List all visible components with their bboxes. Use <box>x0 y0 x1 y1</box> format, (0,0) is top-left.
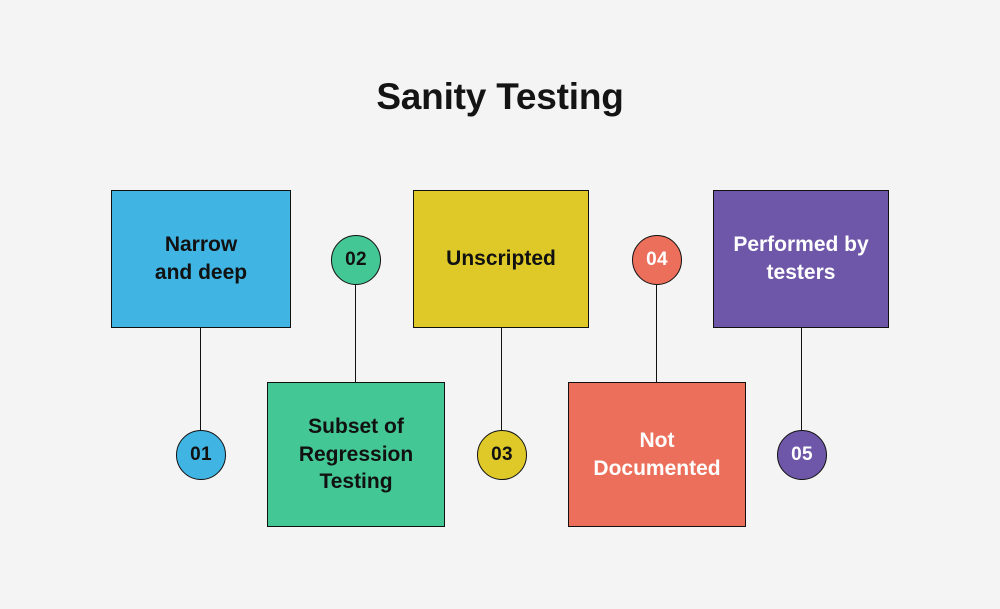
node-box-05-label: Performed by testers <box>733 231 868 287</box>
connector-line-05 <box>801 328 802 430</box>
node-box-01-label: Narrow and deep <box>155 231 247 287</box>
node-box-04-label: Not Documented <box>593 427 720 483</box>
node-box-02-label: Subset of Regression Testing <box>299 413 413 497</box>
node-box-03-label: Unscripted <box>446 245 556 273</box>
node-box-01-line2: and deep <box>154 261 248 284</box>
node-box-01-line1: Narrow <box>164 233 238 257</box>
node-circle-03-number: 03 <box>491 444 513 465</box>
node-circle-01[interactable]: 01 <box>176 430 226 480</box>
node-box-05-line1: Performed by <box>733 233 869 257</box>
connector-line-04 <box>656 285 657 382</box>
node-box-02-line1: Subset of <box>308 414 404 438</box>
node-box-03-line1: Unscripted <box>446 247 556 271</box>
node-box-01[interactable]: Narrow and deep <box>111 190 291 328</box>
node-circle-01-number: 01 <box>190 444 212 465</box>
page-title: Sanity Testing <box>376 76 624 117</box>
node-circle-03[interactable]: 03 <box>477 430 527 480</box>
node-circle-05-number: 05 <box>791 444 813 465</box>
node-circle-04[interactable]: 04 <box>632 235 682 285</box>
connector-line-03 <box>501 328 502 430</box>
node-box-05-line2: testers <box>766 261 836 284</box>
node-box-02-line3: Testing <box>319 470 393 494</box>
connector-line-02 <box>355 285 356 382</box>
node-circle-02-number: 02 <box>345 249 367 270</box>
node-box-04[interactable]: Not Documented <box>568 382 746 527</box>
node-box-05[interactable]: Performed by testers <box>713 190 889 328</box>
node-circle-04-number: 04 <box>646 249 668 270</box>
node-box-04-line1: Not <box>639 428 675 452</box>
node-circle-05[interactable]: 05 <box>777 430 827 480</box>
node-box-04-line2: Documented <box>593 456 721 480</box>
connector-line-01 <box>200 328 201 430</box>
node-circle-02[interactable]: 02 <box>331 235 381 285</box>
node-box-03[interactable]: Unscripted <box>413 190 589 328</box>
node-box-02[interactable]: Subset of Regression Testing <box>267 382 445 527</box>
node-box-02-line2: Regression <box>298 442 414 466</box>
